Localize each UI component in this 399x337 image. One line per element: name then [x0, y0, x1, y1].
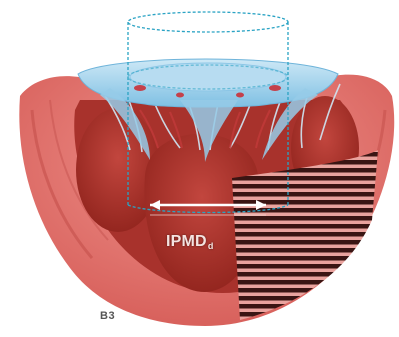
- valve-opening: [130, 63, 286, 91]
- figure-label: B3: [100, 310, 115, 322]
- ipmd-label-text: IPMD: [166, 233, 207, 250]
- ipmd-label: IPMDd: [166, 233, 214, 251]
- ipmd-label-subscript: d: [208, 241, 214, 251]
